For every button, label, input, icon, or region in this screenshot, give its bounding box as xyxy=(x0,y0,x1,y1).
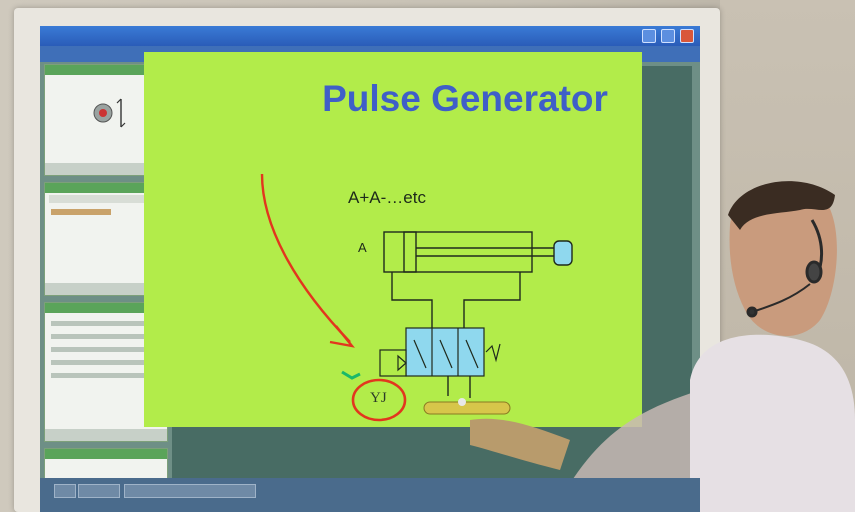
chat-line xyxy=(51,347,161,352)
laser-pointer-icon xyxy=(423,398,511,415)
valve-5-2 xyxy=(379,327,501,377)
chat-line xyxy=(51,334,161,339)
maximize-icon[interactable] xyxy=(661,29,676,43)
taskbar xyxy=(40,478,700,512)
panel-header xyxy=(45,303,167,313)
taskbar-button[interactable] xyxy=(124,484,256,498)
chat-line xyxy=(51,373,161,378)
list-item xyxy=(51,209,111,215)
window-controls xyxy=(640,29,694,51)
cylinder-label: A xyxy=(358,240,367,255)
panel-header xyxy=(45,183,167,193)
minimize-icon[interactable] xyxy=(642,29,657,43)
slide-formula: A+A-…etc xyxy=(348,188,426,207)
cylinder xyxy=(383,231,573,273)
air-lines xyxy=(391,272,521,398)
circled-label: YJ xyxy=(370,390,387,406)
dropdown[interactable] xyxy=(49,195,163,203)
panel-header xyxy=(45,449,167,459)
headset-icon xyxy=(746,219,823,318)
slide-title: Pulse Generator xyxy=(322,78,608,119)
arrow-head xyxy=(329,325,355,348)
green-tick xyxy=(341,370,361,380)
panel-footer xyxy=(45,429,167,441)
annotation-arrow xyxy=(260,173,351,343)
panel-footer xyxy=(45,163,167,175)
taskbar-button[interactable] xyxy=(78,484,120,498)
presenter xyxy=(690,181,855,512)
panel-footer xyxy=(45,283,167,295)
window-titlebar xyxy=(40,26,700,46)
chat-line xyxy=(51,360,161,365)
taskbar-button[interactable] xyxy=(54,484,76,498)
camera-icon xyxy=(93,98,126,128)
chat-line xyxy=(51,321,161,326)
close-icon[interactable] xyxy=(680,29,694,43)
annotation-circle xyxy=(351,378,407,422)
panel-header xyxy=(45,65,167,75)
